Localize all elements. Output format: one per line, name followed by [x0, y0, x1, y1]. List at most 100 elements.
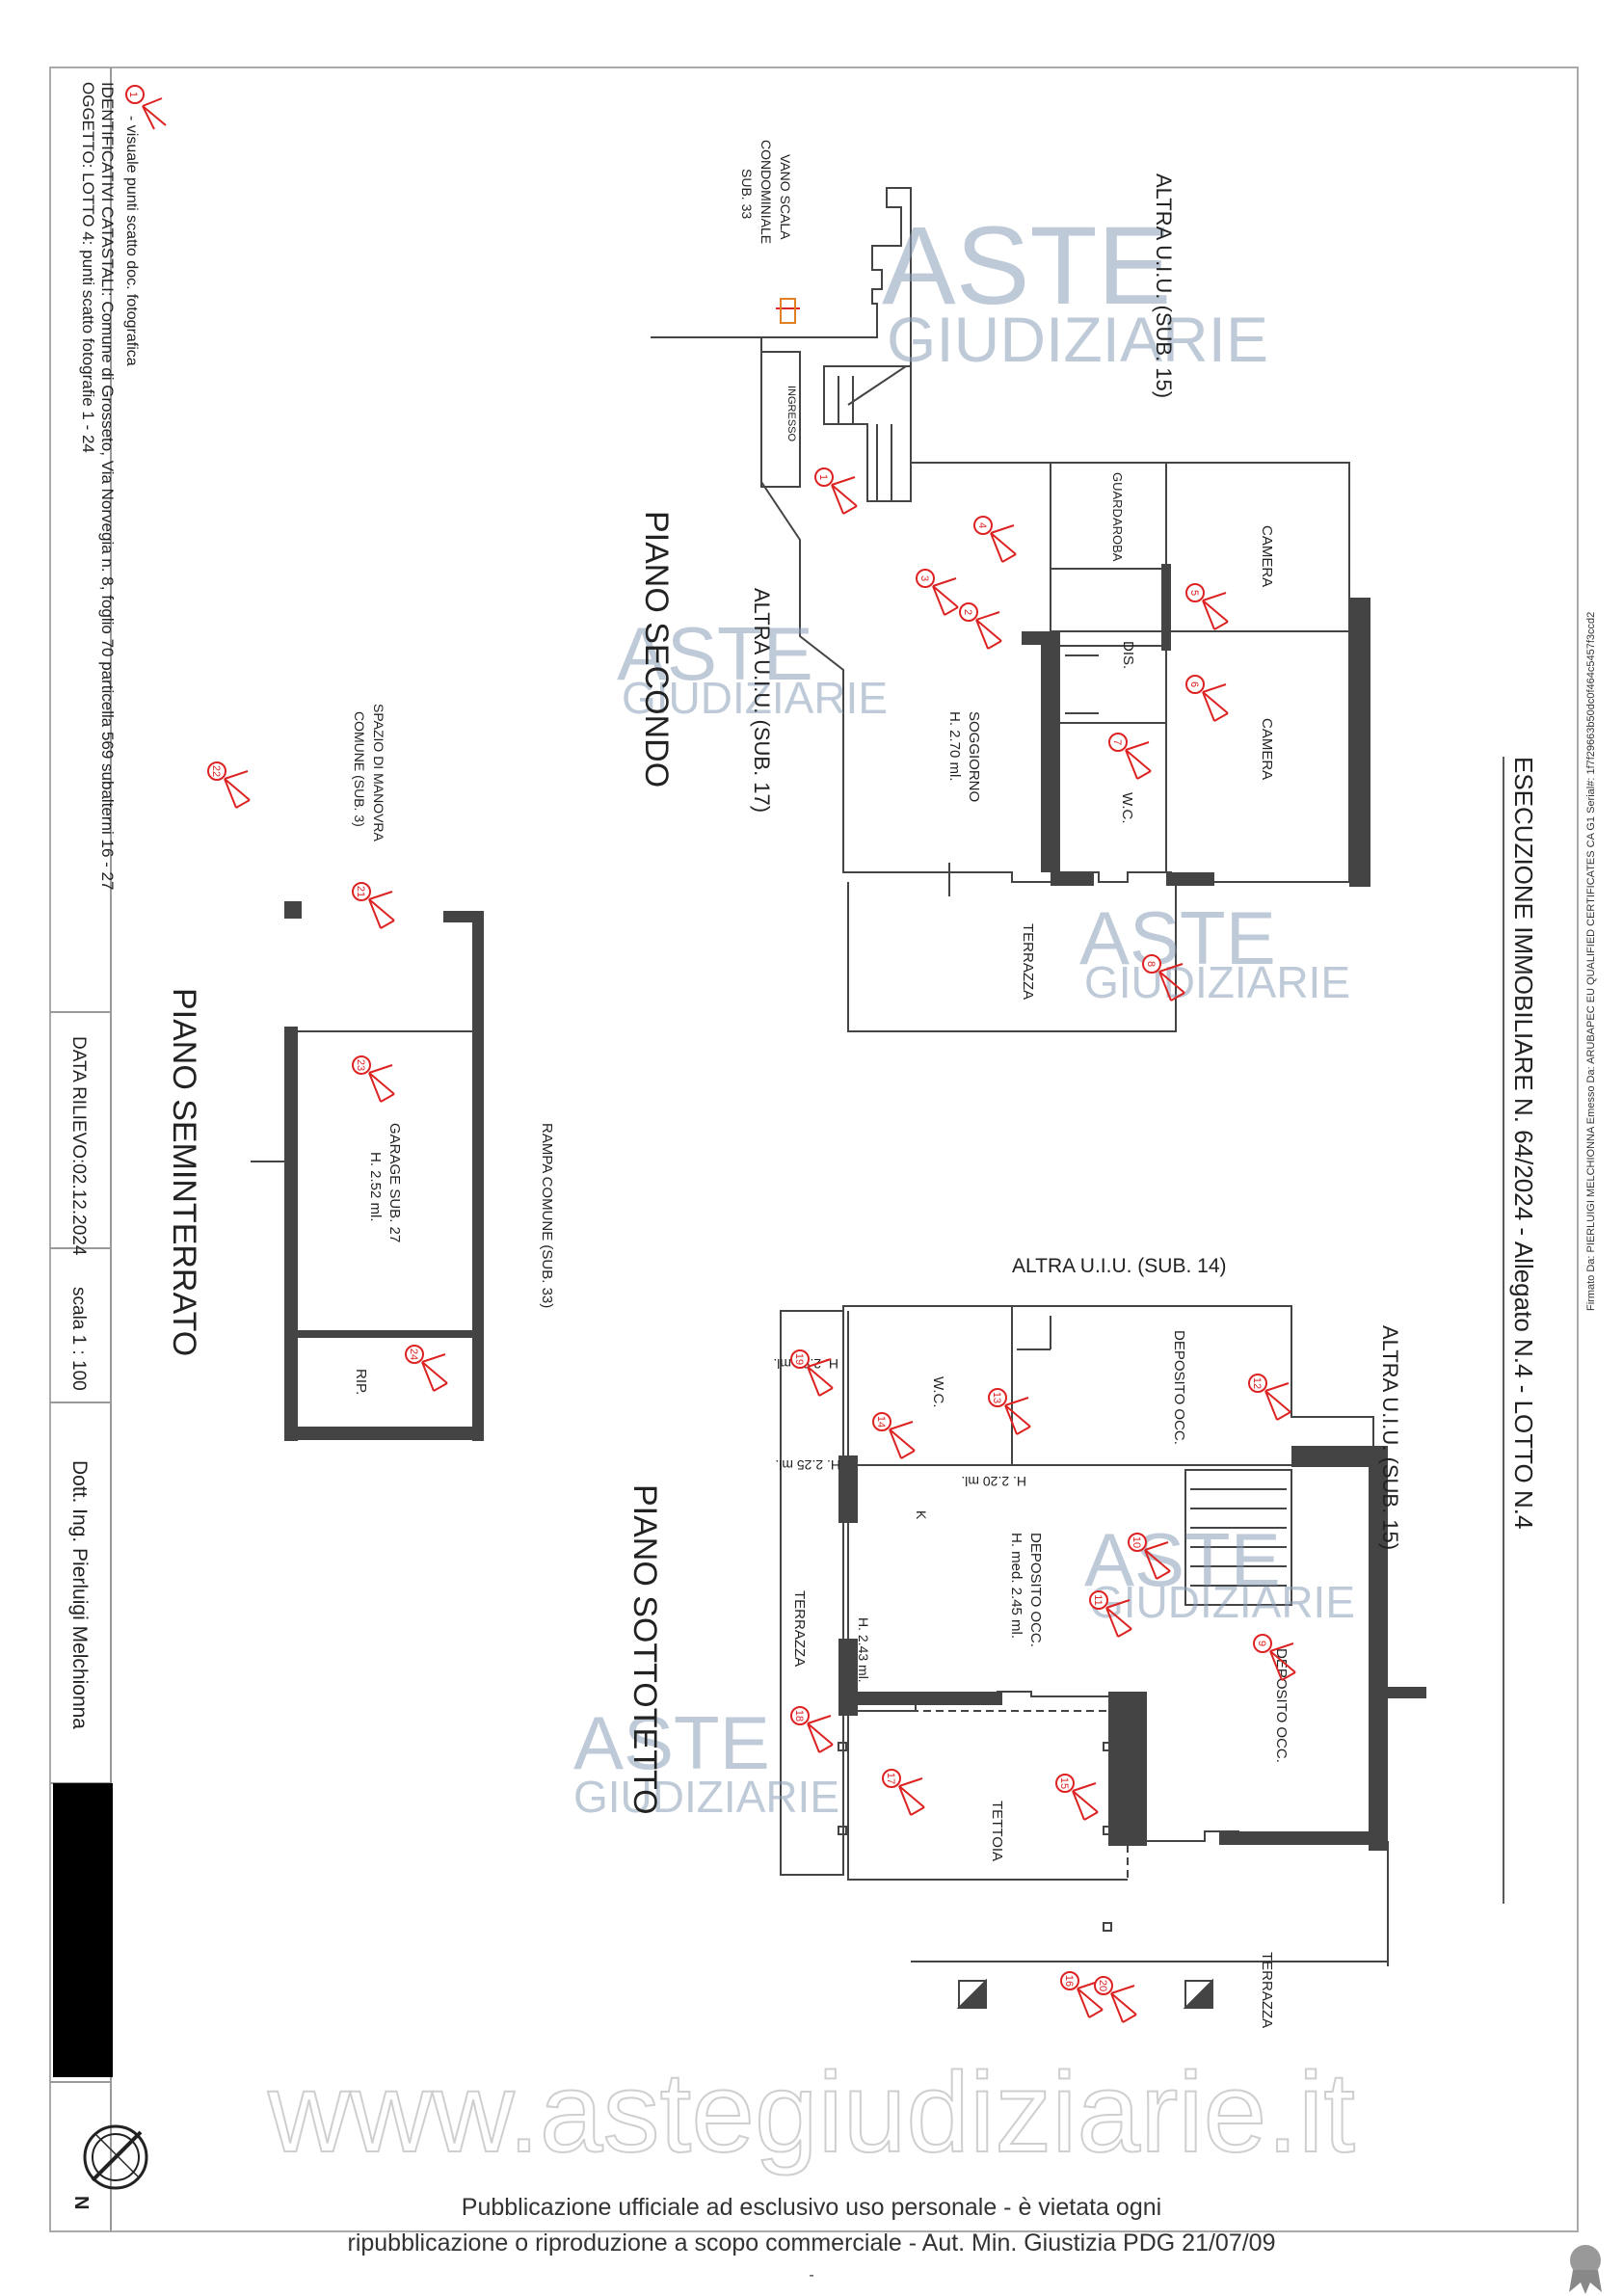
- photo-point-circle: [1060, 1971, 1079, 1990]
- photo-point-circle: [959, 602, 978, 622]
- camera-arrow-icon: [368, 1064, 395, 1103]
- camera-arrow-icon: [1264, 1382, 1291, 1421]
- photo-point: 6: [1185, 675, 1229, 722]
- camera-arrow-icon: [932, 577, 959, 616]
- photo-point-number: 23: [355, 1059, 366, 1071]
- plan-piano-secondo: [651, 187, 1350, 1032]
- title-scale: scala 1 : 100: [68, 1287, 89, 1391]
- photo-point-number: 6: [1188, 681, 1200, 687]
- site-watermark: www.astegiudiziarie.it: [267, 2049, 1355, 2176]
- photo-point-circle: [1253, 1634, 1272, 1653]
- camera-arrow-icon: [990, 524, 1017, 563]
- photo-point-number: 4: [976, 522, 988, 528]
- camera-arrow-icon: [1125, 741, 1152, 780]
- camera-arrow-icon: [807, 1358, 834, 1397]
- room-labels: ALTRA U.I.U. (SUB. 15) ALTRA U.I.U. (SUB…: [352, 140, 1402, 2028]
- walls-secondo: [1022, 564, 1370, 887]
- photo-point-circle: [916, 569, 935, 588]
- svg-text:GIUDIZIARIE: GIUDIZIARIE: [1084, 957, 1350, 1007]
- floor-title-sottotetto: PIANO SOTTOTETTO: [626, 1484, 663, 1815]
- photo-point-number: 5: [1188, 590, 1200, 596]
- photo-point-circle: [1055, 1774, 1075, 1793]
- photo-point-number: 8: [1145, 961, 1157, 967]
- photo-point: 23: [352, 1055, 395, 1103]
- camera-arrow-icon: [1269, 1642, 1296, 1681]
- label-h243: H. 2.43 ml.: [856, 1617, 871, 1683]
- photo-point: 7: [1108, 733, 1152, 780]
- svg-text:ASTE: ASTE: [617, 611, 813, 696]
- photo-point-circle: [1142, 954, 1161, 974]
- photo-point: 21: [352, 882, 395, 929]
- label-soggiorno-h: H. 2.70 ml.: [946, 711, 963, 782]
- legend-text: - visuale punti scatto doc. fotografica: [123, 116, 140, 366]
- photo-point: 4: [973, 516, 1017, 563]
- label-altra-15-bottom: ALTRA U.I.U. (SUB. 15): [1378, 1325, 1402, 1550]
- label-vano-2: CONDOMINIALE: [758, 140, 774, 244]
- legend: 1 - visuale punti scatto doc. fotografic…: [123, 85, 167, 366]
- photo-point-number: 13: [991, 1392, 1002, 1403]
- label-soggiorno: SOGGIORNO: [966, 711, 982, 802]
- label-vano-1: VANO SCALA: [778, 154, 793, 240]
- walls-seminterrato: [284, 901, 484, 1441]
- photo-point: 8: [1142, 954, 1185, 1001]
- camera-arrow-icon: [1004, 1397, 1031, 1435]
- sheet-border: [49, 67, 1579, 2232]
- label-altra-17: ALTRA U.I.U. (SUB. 17): [750, 588, 774, 813]
- label-camera-1: CAMERA: [1259, 525, 1275, 587]
- photo-point-circle: [1089, 1590, 1108, 1610]
- photo-point: 20: [1094, 1976, 1137, 2023]
- label-spazio-2: COMUNE (SUB. 3): [352, 711, 367, 827]
- photo-point-circle: [882, 1769, 901, 1788]
- photo-point-number: 10: [1131, 1536, 1142, 1548]
- camera-arrow-icon: [1158, 963, 1185, 1001]
- seal-icon: [1569, 2245, 1602, 2294]
- photo-point: 12: [1248, 1374, 1291, 1421]
- title-block: OGGETTO: LOTTO 4: punti scatto fotografi…: [50, 67, 148, 2231]
- camera-arrow-icon: [224, 770, 251, 809]
- label-rip: RIP.: [353, 1369, 369, 1395]
- photo-point-number: 20: [1097, 1980, 1108, 1991]
- north-arrow-icon: N: [70, 2124, 148, 2209]
- photo-point: 2: [959, 602, 1002, 650]
- photo-point-number: 21: [355, 886, 366, 897]
- footer-dash: -: [809, 2267, 814, 2283]
- walls-sottotetto: [838, 1446, 1426, 1851]
- camera-arrow-icon: [889, 1421, 916, 1459]
- watermark-logos: ASTE GIUDIZIARIE ASTE GIUDIZIARIE ASTE G…: [573, 204, 1355, 1822]
- label-altra-15-top: ALTRA U.I.U. (SUB. 15): [1152, 174, 1176, 398]
- redacted-block: [53, 1783, 113, 2077]
- legend-number: 1: [127, 92, 139, 97]
- label-deposito-occ-1: DEPOSITO OCC.: [1171, 1330, 1187, 1445]
- photo-point-circle: [352, 882, 371, 901]
- svg-text:GIUDIZIARIE: GIUDIZIARIE: [1089, 1577, 1355, 1627]
- photo-point-circle: [790, 1706, 810, 1725]
- photo-point: 19: [790, 1349, 834, 1397]
- label-h220: H. 2.20 ml.: [961, 1474, 1026, 1489]
- label-garage-h: H. 2.52 ml.: [367, 1152, 384, 1222]
- camera-arrow-icon: [831, 476, 858, 515]
- photo-point-circle: [1185, 675, 1205, 694]
- photo-point: 17: [882, 1769, 925, 1816]
- camera-arrow-icon: [1202, 683, 1229, 722]
- photo-point: 24: [405, 1345, 448, 1392]
- photo-point-number: 12: [1251, 1377, 1263, 1389]
- camera-arrow-icon: [1072, 1782, 1099, 1821]
- title-subject: OGGETTO: LOTTO 4: punti scatto fotografi…: [79, 82, 97, 453]
- photo-point-number: 1: [817, 474, 829, 480]
- photo-point-number: 11: [1092, 1594, 1104, 1605]
- svg-text:ASTE: ASTE: [882, 204, 1171, 328]
- photo-point: 22: [207, 761, 251, 809]
- photo-point-number: 14: [875, 1416, 887, 1428]
- camera-arrow-icon: [1144, 1541, 1171, 1580]
- photo-point: 18: [790, 1706, 834, 1753]
- camera-arrow-icon: [1077, 1980, 1104, 2018]
- photo-point-circle: [988, 1388, 1007, 1407]
- camera-arrow-icon: [1202, 592, 1229, 630]
- title-cadastral: IDENTIFICATIVI CATASTALI: Comune di Gros…: [98, 82, 117, 890]
- label-altra-14: ALTRA U.I.U. (SUB. 14): [1012, 1255, 1227, 1277]
- label-deposito-h: H. med. 2.45 ml.: [1008, 1533, 1024, 1639]
- label-ingresso: INGRESSO: [785, 386, 797, 442]
- camera-arrow-icon: [142, 97, 167, 130]
- photo-point-number: 9: [1256, 1641, 1267, 1646]
- label-terrazza-2: TERRAZZA: [1020, 923, 1036, 1000]
